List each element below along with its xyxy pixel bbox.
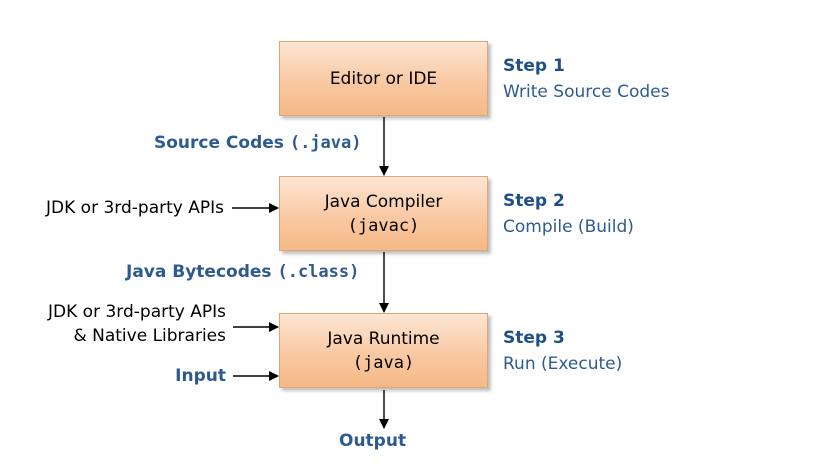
runtime-box: Java Runtime (java) [279,313,488,388]
runtime-api-label: JDK or 3rd-party APIs & Native Libraries [48,300,226,348]
runtime-input-text: Input [175,366,226,386]
bytecodes-label: Java Bytecodes (.class) [126,262,359,282]
compiler-box-command: (javac) [347,215,420,236]
source-codes-text: Source Codes [154,133,290,153]
step-3-title: Step 3 [503,328,565,348]
runtime-box-label: Java Runtime [327,328,440,349]
bytecodes-ext: (.class) [277,262,360,282]
source-codes-ext: (.java) [289,133,362,153]
step-1: Step 1 Write Source Codes [503,53,669,105]
step-3: Step 3 Run (Execute) [503,325,622,377]
runtime-input-label: Input [175,364,226,388]
step-1-title: Step 1 [503,56,565,76]
step-2-desc: Compile (Build) [503,217,634,237]
runtime-api-line2: & Native Libraries [73,326,226,346]
step-1-desc: Write Source Codes [503,82,670,102]
editor-box-label: Editor or IDE [329,68,438,89]
runtime-box-command: (java) [352,352,415,373]
output-text: Output [339,431,407,451]
compiler-api-text: JDK or 3rd-party APIs [46,198,224,218]
source-codes-label: Source Codes (.java) [154,133,361,153]
runtime-api-line1: JDK or 3rd-party APIs [48,302,226,322]
bytecodes-text: Java Bytecodes [126,262,278,282]
step-3-desc: Run (Execute) [503,354,623,374]
editor-box: Editor or IDE [279,41,488,116]
output-label: Output [339,431,406,451]
step-2: Step 2 Compile (Build) [503,188,634,240]
compiler-api-label: JDK or 3rd-party APIs [46,196,224,220]
compiler-box: Java Compiler (javac) [279,176,488,251]
step-2-title: Step 2 [503,191,565,211]
compiler-box-label: Java Compiler [324,191,443,212]
